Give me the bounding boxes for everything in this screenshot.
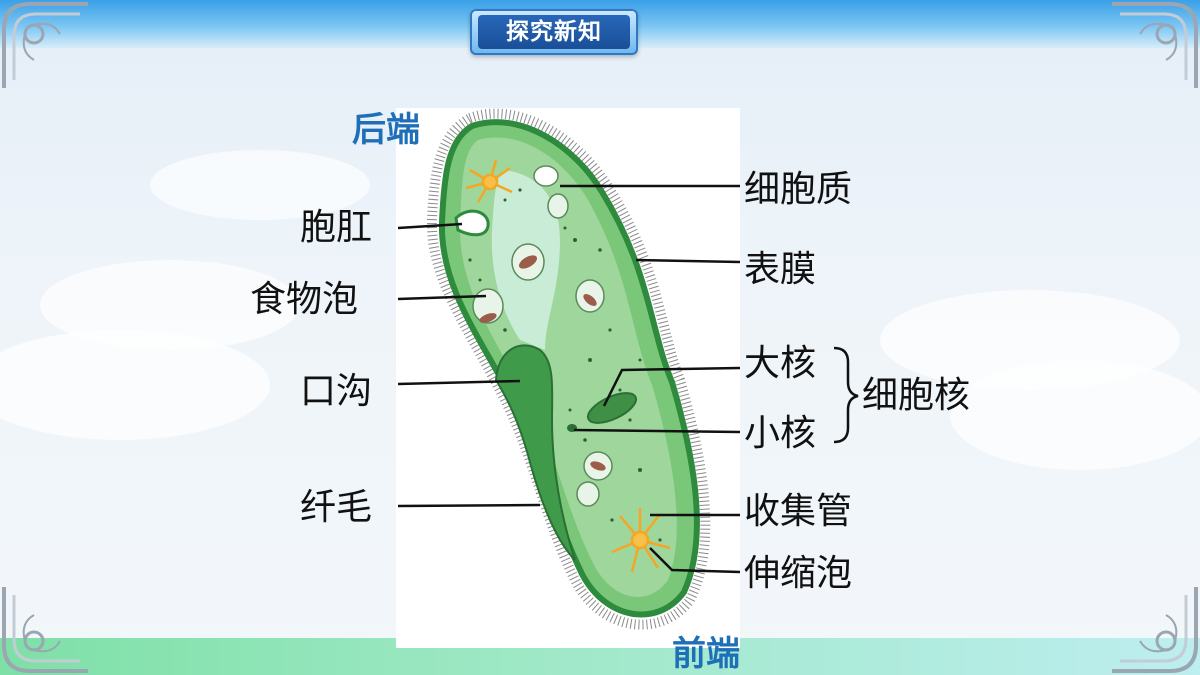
anal-pore-shape xyxy=(454,209,490,237)
leader-lines xyxy=(397,184,741,574)
cilia-label: 纤毛 xyxy=(300,487,373,528)
micronucleus-label: 小核 xyxy=(744,413,817,454)
contractile-vacuole-rear xyxy=(465,159,513,203)
food-vacuoles xyxy=(472,165,613,507)
section-title-badge: 探究新知 xyxy=(470,9,638,55)
rear-end-label: 后端 xyxy=(352,110,420,150)
oral-groove-label: 口沟 xyxy=(300,371,373,412)
cytoplasm-granules xyxy=(468,188,662,542)
corner-ornament-top-right xyxy=(1112,2,1198,88)
front-end-label: 前端 xyxy=(672,634,740,674)
contractile-vacuole-label: 伸缩泡 xyxy=(744,553,853,594)
macronucleus-label: 大核 xyxy=(744,343,817,384)
corner-ornament-top-left xyxy=(2,2,88,88)
cloud-decoration xyxy=(0,330,270,440)
nucleus-label: 细胞核 xyxy=(862,375,971,416)
corner-ornament-bottom-right xyxy=(1112,587,1198,673)
cilia-fringe xyxy=(426,108,711,630)
cloud-decoration xyxy=(950,360,1200,470)
nucleus-brace xyxy=(833,346,859,444)
membrane-label: 表膜 xyxy=(744,249,817,290)
collecting-canal-label: 收集管 xyxy=(744,491,853,532)
cytoplasm-label: 细胞质 xyxy=(744,169,853,210)
anal-pore-label: 胞肛 xyxy=(300,207,373,248)
corner-ornament-bottom-left xyxy=(2,587,88,673)
food-vacuole-label: 食物泡 xyxy=(250,279,359,320)
section-title: 探究新知 xyxy=(478,15,630,49)
cloud-decoration xyxy=(150,150,370,220)
contractile-vacuole-front xyxy=(611,508,671,573)
oral-groove-shape xyxy=(494,344,576,561)
